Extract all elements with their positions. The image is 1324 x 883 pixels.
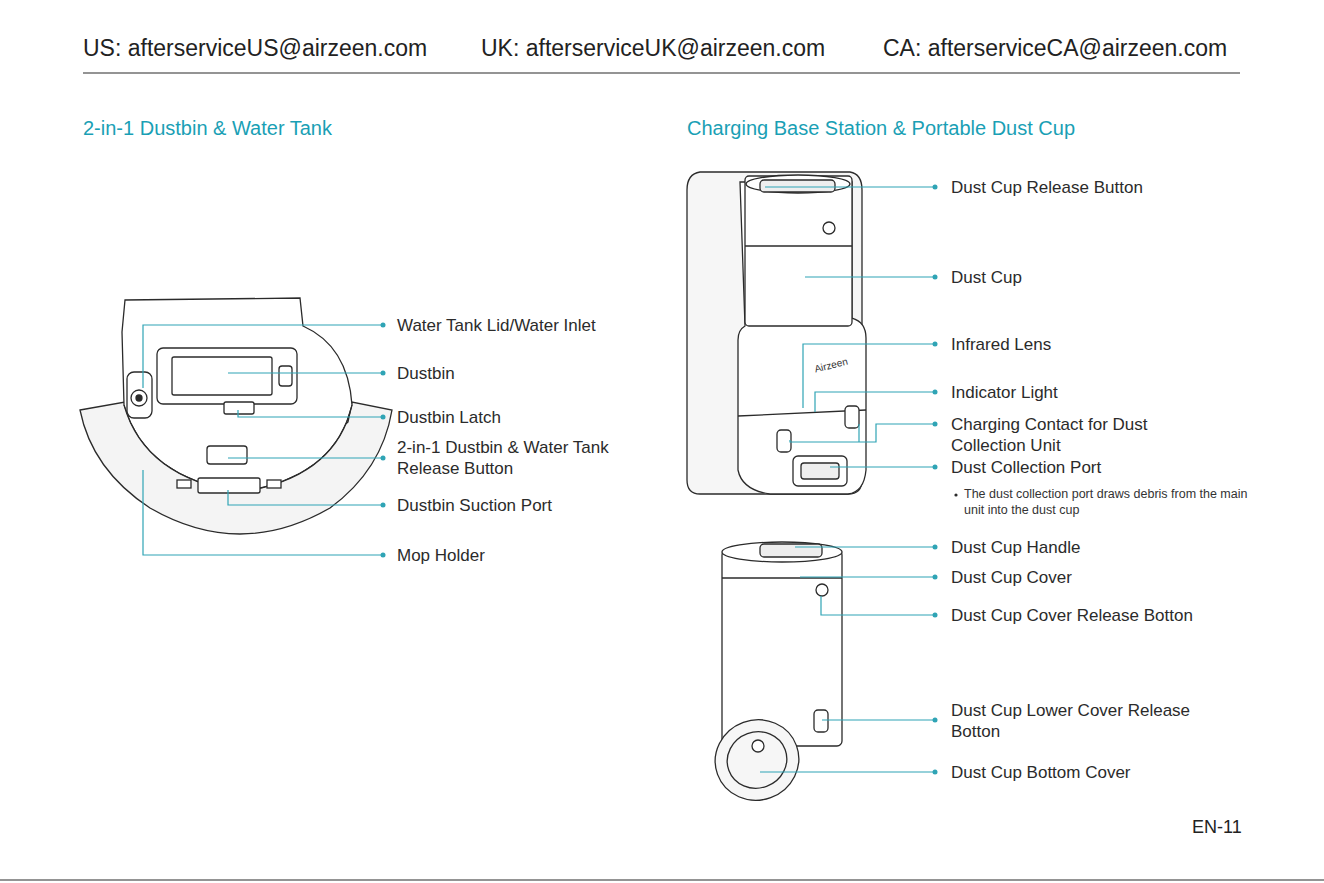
- leader-dot: [381, 415, 386, 420]
- leader-line: [803, 344, 935, 408]
- leader-dot: [933, 575, 938, 580]
- leader-line: [238, 410, 383, 417]
- water-inlet: [131, 390, 147, 406]
- release-button: [207, 446, 247, 464]
- cup-rim: [746, 175, 850, 193]
- header-rule: [83, 72, 1240, 73]
- part-label: Dust Cup Lower Cover Release Botton: [951, 700, 1201, 742]
- leader-line: [143, 470, 383, 555]
- note-text: The dust collection port draws debris fr…: [964, 486, 1254, 518]
- leader-dot: [933, 390, 938, 395]
- part-label: Infrared Lens: [951, 334, 1051, 355]
- part-label: Dustbin: [397, 363, 455, 384]
- bottom-hinge: [752, 740, 764, 752]
- part-label: Dust Cup Handle: [951, 537, 1080, 558]
- part-label: Dustbin Latch: [397, 407, 501, 428]
- leader-line: [805, 276, 935, 277]
- port-tab: [267, 480, 281, 488]
- part-label: 2-in-1 Dustbin & Water Tank Release Butt…: [397, 437, 637, 479]
- dustbin-latch: [224, 402, 254, 414]
- leader-line: [760, 771, 935, 772]
- leader-line: [800, 576, 935, 577]
- part-label: Water Tank Lid/Water Inlet: [397, 315, 596, 336]
- section-heading: 2-in-1 Dustbin & Water Tank: [83, 116, 332, 141]
- part-label: Dust Cup Release Button: [951, 177, 1143, 198]
- charging-contact: [777, 430, 791, 452]
- leader-dot: [381, 553, 386, 558]
- inlet-housing: [127, 372, 152, 418]
- leader-line: [858, 424, 859, 442]
- cover-release: [816, 584, 828, 596]
- leader-dot: [381, 456, 386, 461]
- leader-dot: [933, 275, 938, 280]
- leader-line: [228, 372, 383, 373]
- footer-rule: [0, 879, 1324, 880]
- leader-line: [795, 546, 935, 547]
- bottom-cover: [704, 708, 810, 812]
- body-edge: [124, 405, 352, 492]
- dustbin-window: [172, 357, 272, 395]
- part-label: Mop Holder: [397, 545, 485, 566]
- leader-dot: [933, 465, 938, 470]
- dustbin-figure: [80, 298, 392, 534]
- port-tab: [177, 480, 191, 488]
- collection-port-inner: [801, 463, 839, 479]
- water-inlet-center: [136, 395, 142, 401]
- part-label: Dust Cup: [951, 267, 1022, 288]
- note-bullet: [954, 493, 957, 496]
- base-station-figure: [687, 172, 866, 494]
- cup-button: [823, 222, 835, 234]
- leader-line: [228, 490, 383, 505]
- part-label: Dust Cup Cover Release Botton: [951, 605, 1193, 626]
- release-button: [760, 180, 835, 192]
- leader-line: [790, 424, 935, 442]
- cup-handle: [760, 544, 822, 557]
- bottom-cover-inner: [719, 723, 795, 796]
- charging-contact: [845, 406, 859, 428]
- leader-line: [822, 719, 935, 720]
- leader-dot: [381, 503, 386, 508]
- leader-line: [821, 596, 935, 615]
- leader-dots: [381, 185, 958, 775]
- cup-body: [722, 550, 842, 746]
- leader-lines: [143, 187, 935, 772]
- leader-line: [815, 392, 935, 412]
- leader-dot: [933, 613, 938, 618]
- leader-dot: [381, 323, 386, 328]
- lower-release: [814, 710, 828, 732]
- side-clip: [279, 366, 292, 386]
- contact-email: US: afterserviceUS@airzeen.com: [83, 34, 427, 63]
- leader-dot: [933, 718, 938, 723]
- section-heading: Charging Base Station & Portable Dust Cu…: [687, 116, 1075, 141]
- leader-dot: [933, 185, 938, 190]
- dustbin-body: [122, 298, 352, 492]
- leader-dot: [933, 422, 938, 427]
- leader-dot: [381, 371, 386, 376]
- part-label: Charging Contact for Dust Collection Uni…: [951, 414, 1181, 456]
- part-label: Dust Cup Bottom Cover: [951, 762, 1131, 783]
- leader-dot: [933, 342, 938, 347]
- part-label: Indicator Light: [951, 382, 1058, 403]
- part-label: Dust Collection Port: [951, 457, 1101, 478]
- leader-line: [765, 186, 935, 187]
- part-label: Dust Cup Cover: [951, 567, 1072, 588]
- rules: [0, 73, 1324, 880]
- dust-cup: [745, 176, 852, 326]
- cup-seam: [745, 245, 852, 246]
- leader-line: [228, 457, 383, 458]
- leader-line: [830, 466, 935, 467]
- leader-dot: [933, 770, 938, 775]
- contact-email: CA: afterserviceCA@airzeen.com: [883, 34, 1227, 63]
- cup-rim: [722, 542, 842, 562]
- leader-dot: [933, 545, 938, 550]
- suction-port: [198, 478, 260, 493]
- leader-line: [143, 325, 383, 388]
- page-number: EN-11: [1192, 817, 1242, 838]
- dustbin-lid: [157, 348, 297, 404]
- contact-email: UK: afterserviceUK@airzeen.com: [481, 34, 825, 63]
- part-label: Dustbin Suction Port: [397, 495, 552, 516]
- collection-port: [793, 456, 847, 486]
